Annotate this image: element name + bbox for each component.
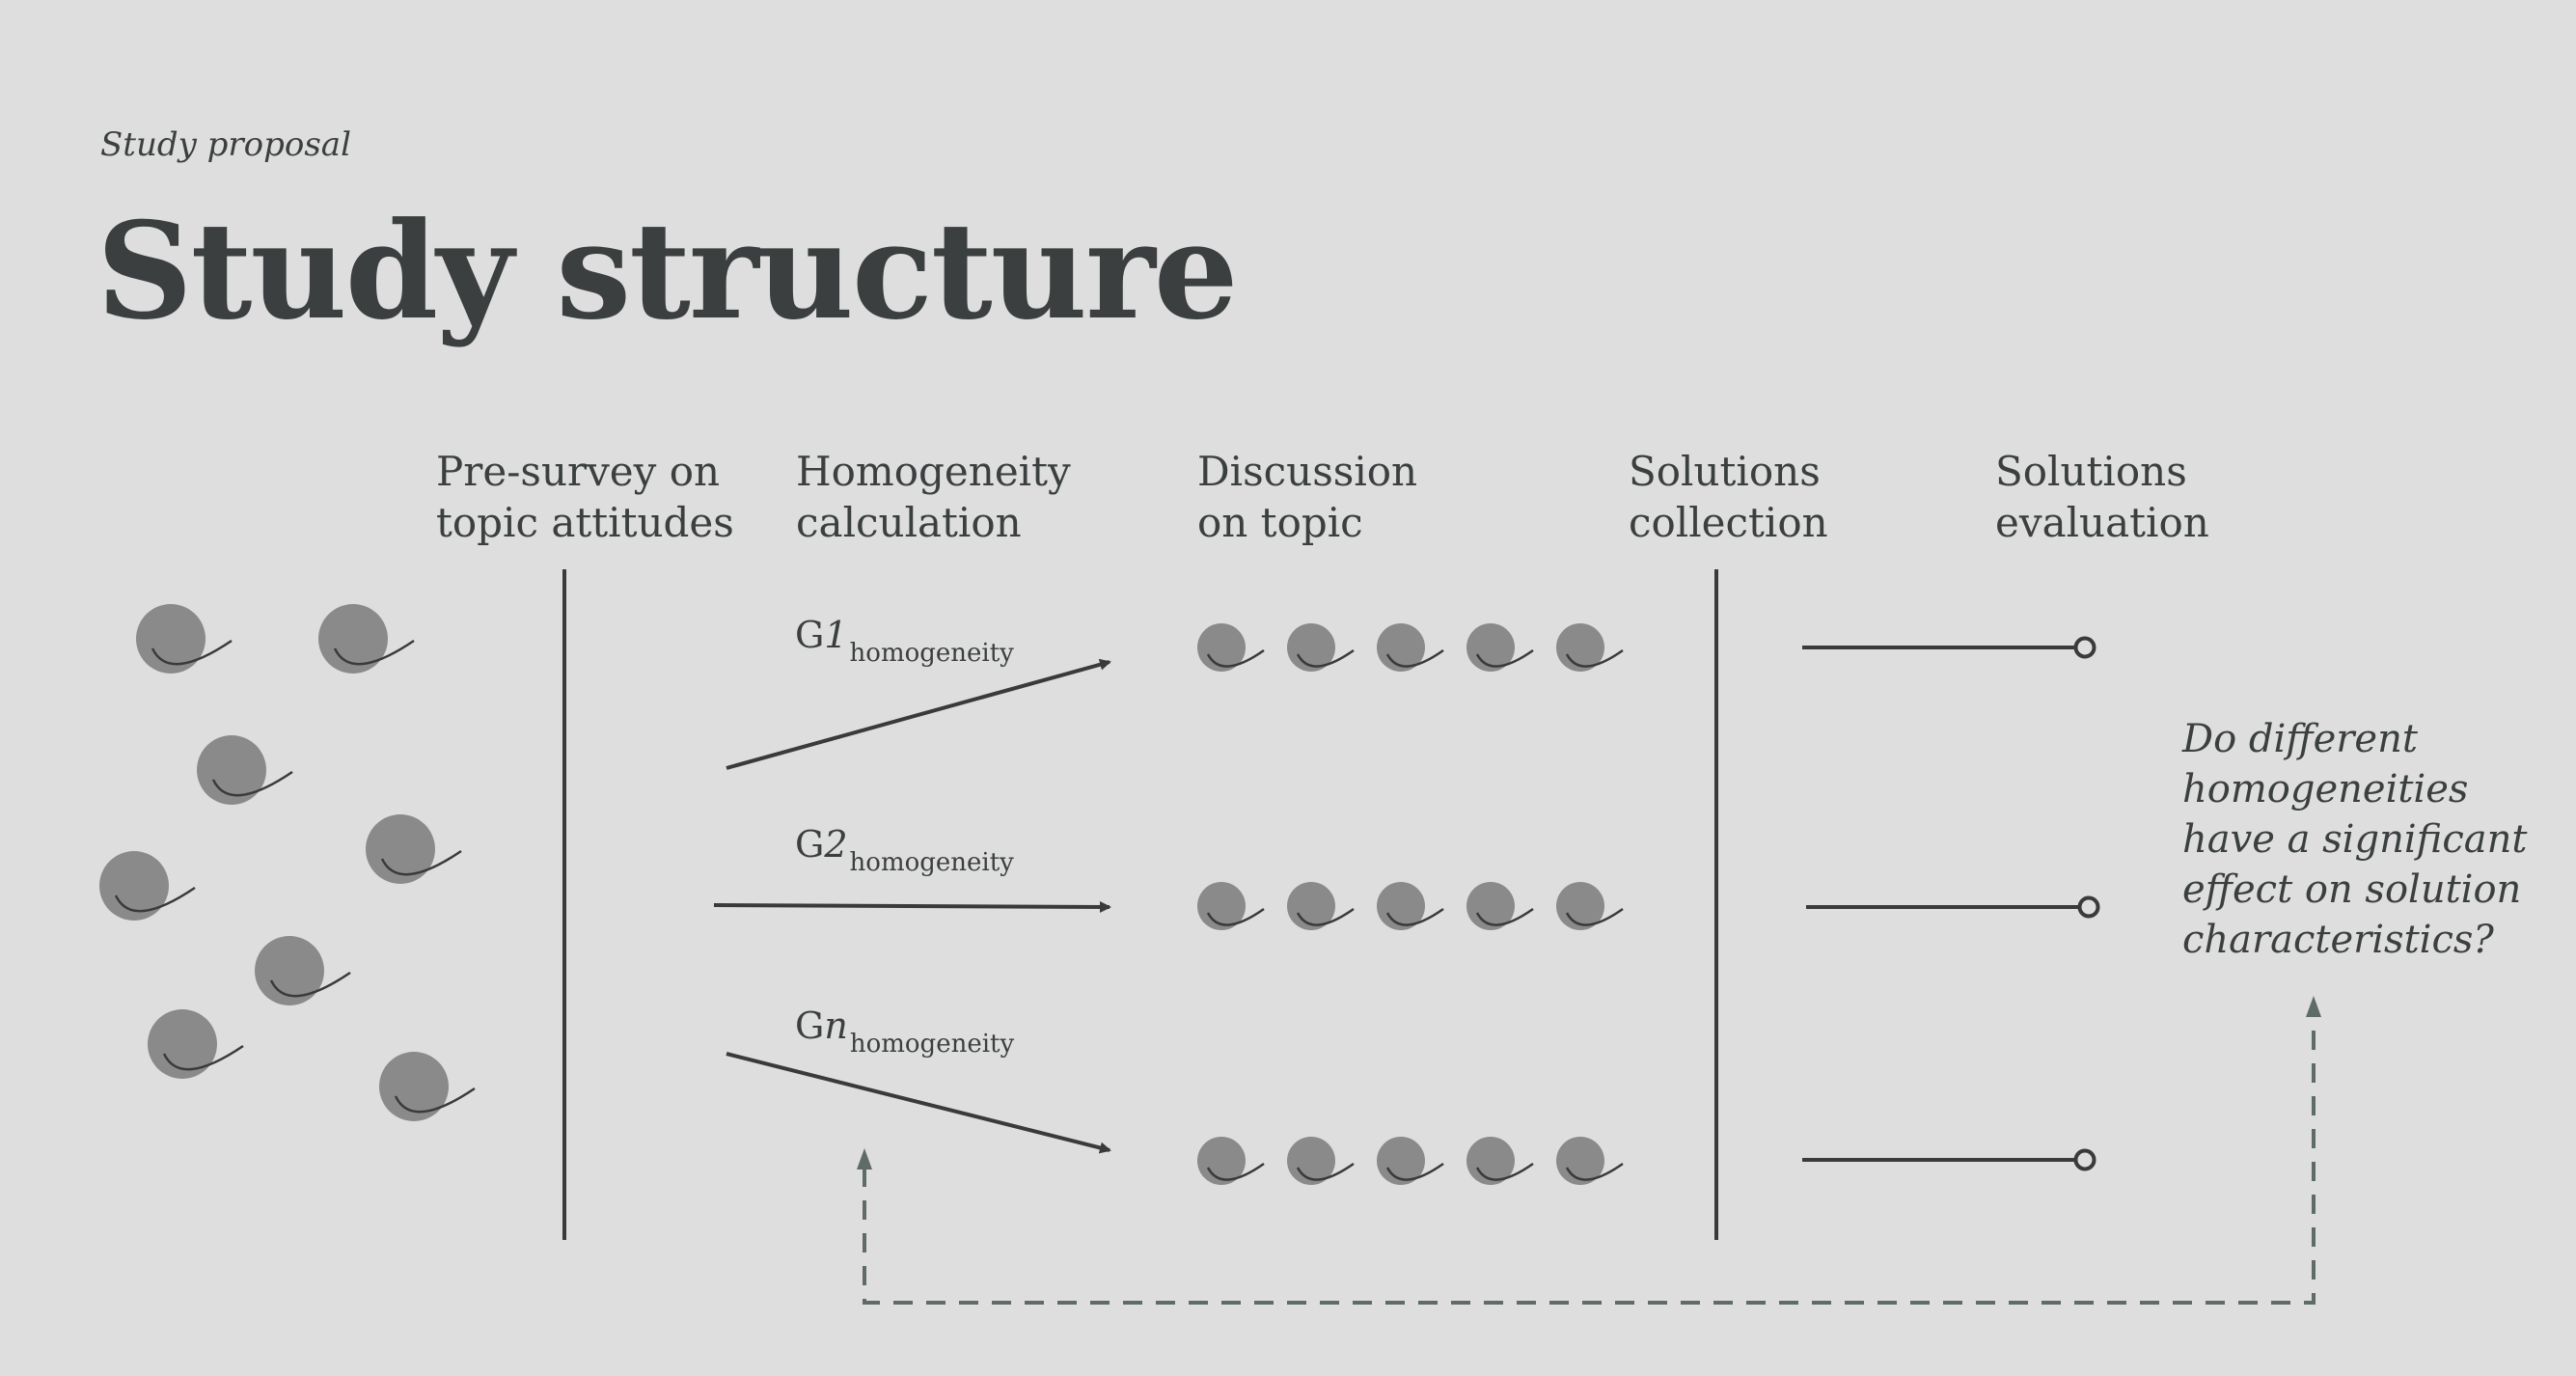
- participant-icon: [1556, 1137, 1624, 1185]
- participant-icon: [1377, 882, 1444, 930]
- participant-icon: [148, 1009, 244, 1079]
- eyebrow: Study proposal: [100, 125, 351, 164]
- arrow-group-n: [726, 1052, 1111, 1154]
- participant-icon: [1287, 1137, 1355, 1185]
- participant-icon: [1377, 623, 1444, 672]
- participant-icon: [366, 814, 462, 884]
- arrow-group-1: [726, 658, 1111, 770]
- participant-icon: [197, 735, 293, 805]
- research-question: Do different homogeneities have a signif…: [2182, 717, 2528, 962]
- participant-icon: [1197, 623, 1265, 672]
- participant-icon: [1287, 882, 1355, 930]
- stage-label-homogeneity: Homogeneity calculation: [796, 448, 1071, 546]
- solution-connector-1: [1802, 636, 2096, 659]
- stage-label-discussion: Discussion on topic: [1197, 448, 1418, 546]
- participant-pool: [99, 604, 476, 1121]
- page-title: Study structure: [96, 192, 1239, 349]
- group-label-2: G2homogeneity: [795, 823, 1014, 877]
- participant-icon: [1466, 882, 1534, 930]
- stage-label-evaluation: Solutions evaluation: [1995, 448, 2209, 546]
- group-label-n: Gnhomogeneity: [795, 1004, 1015, 1059]
- participant-icon: [99, 851, 196, 921]
- solution-connector-2: [1806, 895, 2100, 919]
- stage-label-collection: Solutions collection: [1629, 448, 1828, 546]
- participant-icon: [1197, 1137, 1265, 1185]
- participant-icon: [1377, 1137, 1444, 1185]
- participant-icon: [1287, 623, 1355, 672]
- participant-icon: [1556, 882, 1624, 930]
- arrow-group-2: [713, 900, 1111, 913]
- participant-icon: [318, 604, 415, 674]
- participant-icon: [1197, 882, 1265, 930]
- stage-label-pre-survey: Pre-survey on topic attitudes: [436, 448, 734, 546]
- discussion-group-n: [1197, 1137, 1624, 1185]
- participant-icon: [136, 604, 233, 674]
- participant-icon: [1466, 1137, 1534, 1185]
- discussion-group-1: [1197, 623, 1624, 672]
- participant-icon: [1466, 623, 1534, 672]
- participant-icon: [379, 1052, 476, 1121]
- group-label-1: G1homogeneity: [795, 614, 1014, 668]
- participant-icon: [255, 936, 351, 1005]
- dashed-feedback-arrow: [857, 996, 2321, 1305]
- discussion-group-2: [1197, 882, 1624, 930]
- participant-icon: [1556, 623, 1624, 672]
- solution-connector-n: [1802, 1148, 2096, 1171]
